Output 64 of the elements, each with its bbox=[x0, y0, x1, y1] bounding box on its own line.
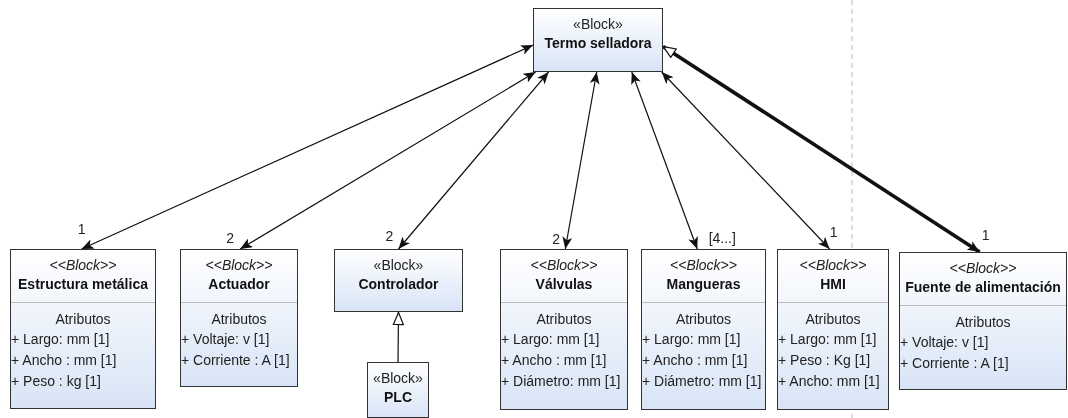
attribute-text: + Voltaje: v [1] bbox=[181, 330, 270, 349]
association-arrow bbox=[562, 71, 600, 250]
stereotype-label: <<Block>> bbox=[949, 259, 1017, 277]
block bbox=[10, 249, 156, 409]
stereotype-label: <<Block>> bbox=[205, 256, 273, 274]
block bbox=[899, 252, 1067, 390]
attribute-text: + Peso : kg [1] bbox=[11, 372, 101, 391]
attribute-text: + Largo: mm [1] bbox=[642, 330, 741, 349]
attribute-text: + Voltaje: v [1] bbox=[900, 333, 989, 352]
attribute-text: + Largo: mm [1] bbox=[11, 330, 110, 349]
block-name: Controlador bbox=[358, 275, 439, 294]
block bbox=[777, 249, 889, 410]
block-name: Estructura metálica bbox=[18, 275, 148, 294]
association-arrow bbox=[662, 44, 981, 254]
stereotype-label: «Block» bbox=[373, 256, 424, 274]
block bbox=[367, 362, 429, 418]
multiplicity-label: 2 bbox=[225, 231, 236, 245]
attribute-text: + Largo: mm [1] bbox=[778, 330, 877, 349]
association-arrow bbox=[239, 71, 537, 250]
multiplicity-label: 1 bbox=[980, 228, 991, 242]
block-name: Fuente de alimentación bbox=[905, 278, 1061, 297]
multiplicity-label: 2 bbox=[551, 232, 562, 246]
block bbox=[334, 249, 463, 312]
block bbox=[500, 249, 628, 410]
stereotype-label: <<Block>> bbox=[49, 256, 117, 274]
stereotype-label: <<Block>> bbox=[799, 256, 867, 274]
multiplicity-label: 2 bbox=[384, 229, 395, 243]
association-arrow bbox=[661, 71, 831, 250]
attribute-text: + Diámetro: mm [1] bbox=[501, 372, 621, 391]
attribute-text: + Peso : Kg [1] bbox=[778, 351, 871, 370]
attribute-text: + Ancho : mm [1] bbox=[11, 351, 117, 370]
block bbox=[641, 249, 766, 410]
multiplicity-label: [4...] bbox=[707, 231, 737, 245]
attribute-text: + Diámetro: mm [1] bbox=[642, 372, 762, 391]
stereotype-label: <<Block>> bbox=[670, 256, 737, 274]
attribute-text: + Corriente : A [1] bbox=[900, 354, 1009, 373]
stereotype-label: <<Block>> bbox=[530, 256, 598, 274]
attribute-text: + Largo: mm [1] bbox=[501, 330, 600, 349]
multiplicity-label: 1 bbox=[828, 225, 839, 239]
association-arrow bbox=[631, 71, 698, 250]
block-name: PLC bbox=[384, 388, 412, 407]
stereotype-label: «Block» bbox=[573, 15, 623, 33]
stereotype-label: «Block» bbox=[373, 369, 423, 387]
block-name: HMI bbox=[820, 275, 846, 294]
compartment-heading: Atributos bbox=[955, 313, 1011, 332]
block-name: Actuador bbox=[208, 275, 270, 294]
compartment-heading: Atributos bbox=[805, 310, 861, 329]
compartment-heading: Atributos bbox=[211, 310, 267, 329]
association-arrow bbox=[80, 44, 534, 250]
compartment-heading: Atributos bbox=[536, 310, 592, 329]
attribute-text: + Ancho : mm [1] bbox=[501, 351, 607, 370]
association-arrow bbox=[397, 71, 550, 250]
block-name: Mangueras bbox=[666, 275, 741, 294]
block-name: Termo selladora bbox=[544, 34, 652, 53]
block bbox=[533, 8, 663, 72]
compartment-heading: Atributos bbox=[675, 310, 732, 329]
attribute-text: + Ancho : mm [1] bbox=[642, 351, 748, 370]
block bbox=[180, 249, 298, 387]
attribute-text: + Ancho: mm [1] bbox=[778, 372, 880, 391]
association-arrow bbox=[392, 311, 404, 363]
block-name: Válvulas bbox=[535, 275, 593, 294]
multiplicity-label: 1 bbox=[76, 222, 87, 236]
attribute-text: + Corriente : A [1] bbox=[181, 351, 290, 370]
compartment-heading: Atributos bbox=[55, 310, 111, 329]
